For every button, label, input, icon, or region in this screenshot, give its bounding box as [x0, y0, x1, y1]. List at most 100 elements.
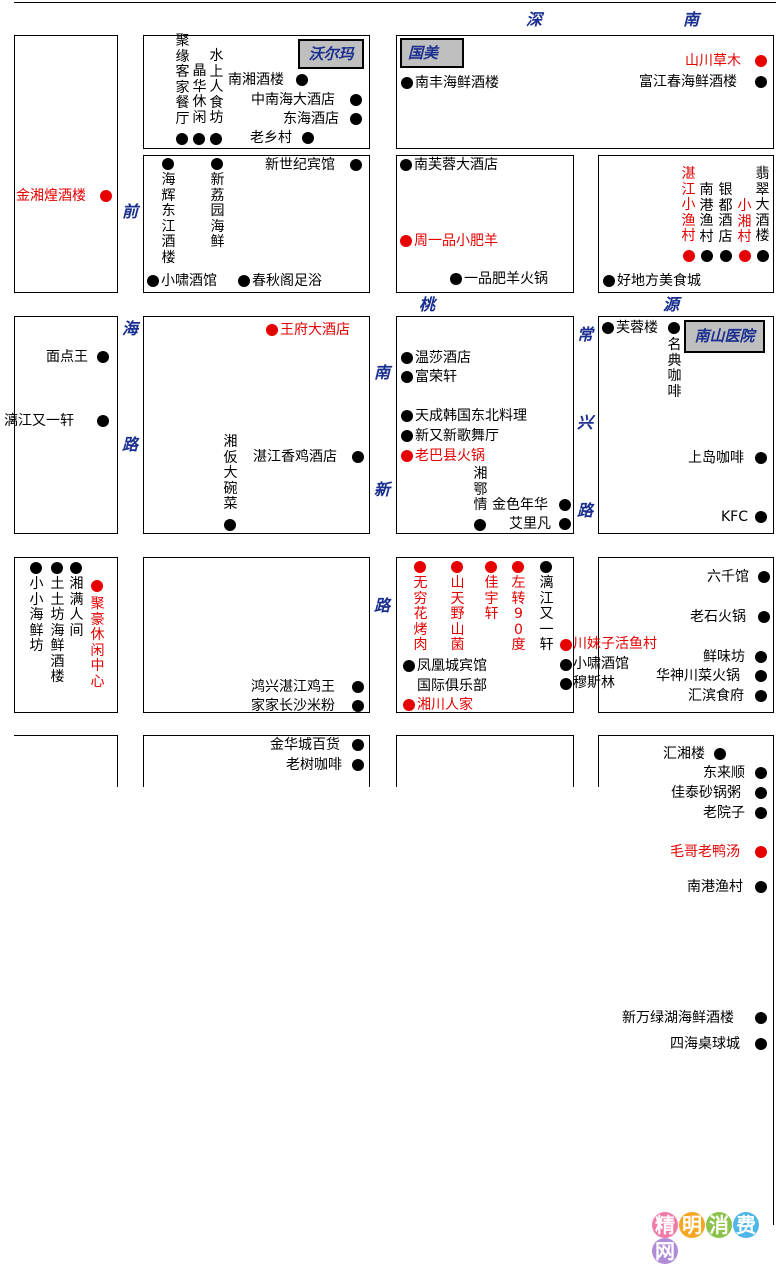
place-label: 晶华休闲: [192, 63, 207, 126]
place-marker: [474, 519, 486, 531]
map-top-border: [14, 2, 776, 3]
place-label: 山天野山菌: [450, 575, 465, 653]
place-label: 上岛咖啡: [688, 450, 744, 466]
place-marker: [755, 1012, 767, 1024]
place-label: 周一品小肥羊: [414, 233, 498, 249]
place-label: 左转90度: [511, 575, 526, 653]
place-label: 鸿兴湛江鸡王: [251, 679, 335, 695]
watermark-char: 消: [706, 1212, 732, 1238]
block: [598, 155, 774, 293]
place-label: 南丰海鲜酒楼: [415, 75, 499, 91]
place-label: 翡翠大酒楼: [755, 166, 770, 244]
place-label: 佳泰砂锅粥: [671, 785, 741, 801]
place-marker: [668, 322, 680, 334]
place-label: 无穷花烤肉: [413, 575, 428, 653]
place-label: 聚豪休闲中心: [90, 596, 105, 690]
place-marker: [350, 159, 362, 171]
place-marker: [401, 371, 413, 383]
place-marker: [758, 611, 770, 623]
block: [396, 316, 574, 534]
place-marker: [603, 275, 615, 287]
place-marker: [757, 250, 769, 262]
place-label: 穆斯林: [573, 675, 615, 691]
block-edge: [117, 735, 118, 787]
place-marker: [400, 235, 412, 247]
block: [143, 155, 370, 293]
place-marker: [176, 133, 188, 145]
place-marker: [714, 748, 726, 760]
place-label: 金湘煌酒楼: [16, 188, 86, 204]
place-marker: [30, 562, 42, 574]
road-label-hai: 海: [122, 319, 139, 338]
place-label: 漓江又一轩: [4, 413, 74, 429]
place-marker: [352, 451, 364, 463]
place-marker: [352, 739, 364, 751]
place-marker: [755, 76, 767, 88]
place-marker: [296, 74, 308, 86]
place-marker: [755, 807, 767, 819]
place-label: 小啸酒馆: [573, 656, 629, 672]
place-label: 中南海大酒店: [251, 92, 335, 108]
place-marker: [403, 660, 415, 672]
block-edge: [14, 735, 118, 736]
place-label: 凤凰城宾馆: [417, 658, 487, 674]
place-marker: [559, 518, 571, 530]
place-label: 温莎酒店: [415, 350, 471, 366]
place-marker: [91, 580, 103, 592]
place-label: 小小海鲜坊: [29, 576, 44, 654]
block-edge: [598, 735, 599, 787]
place-marker: [755, 1038, 767, 1050]
place-marker: [302, 132, 314, 144]
place-label: 新又新歌舞厅: [415, 428, 499, 444]
block-edge: [573, 735, 574, 787]
place-label: 四海桌球城: [670, 1036, 740, 1052]
place-marker: [602, 322, 614, 334]
place-label: 银都酒店: [718, 182, 733, 245]
block-edge: [369, 735, 370, 787]
place-label: 湛江香鸡酒店: [253, 449, 337, 465]
watermark-logo: 精明消费网: [652, 1212, 778, 1264]
place-marker: [755, 511, 767, 523]
block: [143, 316, 370, 534]
place-label: 海辉东江酒楼: [161, 172, 176, 266]
place-label: 水上人食坊: [209, 48, 224, 126]
place-marker: [401, 430, 413, 442]
block: [396, 155, 574, 293]
block: [598, 557, 774, 713]
place-label: 老树咖啡: [286, 757, 342, 773]
road-label-nan: 南: [683, 10, 700, 29]
road-label-chang: 常: [577, 325, 594, 344]
place-label: 家家长沙米粉: [251, 698, 335, 714]
place-label: 富江春海鲜酒楼: [639, 74, 737, 90]
place-label: 湛江小渔村: [681, 166, 696, 244]
place-label: 天成韩国东北料理: [415, 408, 527, 424]
place-label: 漓江又一轩: [539, 575, 554, 653]
place-marker: [238, 275, 250, 287]
place-marker: [97, 415, 109, 427]
place-label: 国际俱乐部: [417, 678, 487, 694]
place-label: 老乡村: [250, 130, 292, 146]
road-label-qian: 前: [122, 202, 139, 221]
place-marker: [758, 571, 770, 583]
place-marker: [352, 700, 364, 712]
watermark-char: 精: [652, 1212, 678, 1238]
place-marker: [224, 519, 236, 531]
place-label: 聚缘客家餐厅: [175, 33, 190, 127]
block-edge: [396, 735, 397, 787]
place-label: 佳宇轩: [484, 575, 499, 622]
place-marker: [193, 133, 205, 145]
place-label: 老巴县火锅: [415, 448, 485, 464]
place-marker: [162, 158, 174, 170]
place-marker: [70, 562, 82, 574]
place-label: 南港渔村: [687, 879, 743, 895]
place-label: 老石火锅: [690, 609, 746, 625]
place-marker: [352, 759, 364, 771]
place-label: 面点王: [46, 349, 88, 365]
place-label: 新世纪宾馆: [265, 157, 335, 173]
place-label: 湘仮大碗菜: [223, 434, 238, 512]
place-label: 南港渔村: [699, 182, 714, 245]
place-label: 汇滨食府: [688, 688, 744, 704]
place-label: 湘满人间: [69, 576, 84, 639]
place-marker: [560, 678, 572, 690]
block: [143, 557, 370, 713]
